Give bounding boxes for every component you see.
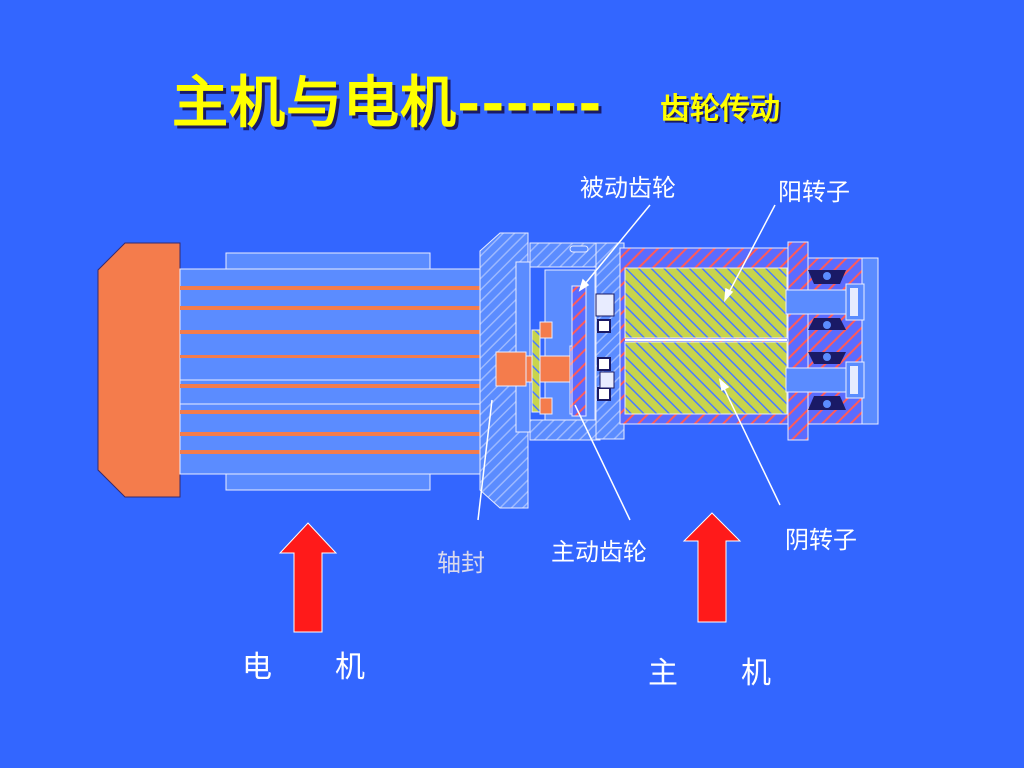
male-rotor-label: 阳转子 <box>778 178 850 206</box>
compressor-arrow <box>682 512 742 623</box>
female-rotor-label: 阴转子 <box>785 526 857 554</box>
leader-shaft-seal <box>477 399 493 521</box>
slide-title: 主机与电机------ <box>172 70 603 136</box>
gears <box>569 285 615 417</box>
motor-shaft <box>495 321 571 415</box>
driven-gear-label: 被动齿轮 <box>580 174 676 202</box>
leader-driven-gear <box>579 204 651 291</box>
gear-housing <box>479 232 625 509</box>
driving-gear-label: 主动齿轮 <box>551 538 647 566</box>
motor <box>97 242 497 498</box>
female-rotor <box>624 341 788 415</box>
compressor-label: 主 机 <box>648 656 772 691</box>
leader-female-rotor <box>719 379 781 506</box>
shaft-seal-label: 轴封 <box>437 549 485 577</box>
leader-driving-gear <box>574 404 631 521</box>
leader-lines <box>477 204 781 521</box>
slide-subtitle: 齿轮传动 <box>660 92 780 127</box>
motor-label: 电 机 <box>242 650 366 685</box>
leader-male-rotor <box>724 204 776 301</box>
end-bearings <box>785 270 865 410</box>
male-rotor <box>624 267 788 339</box>
motor-arrow <box>278 522 338 633</box>
